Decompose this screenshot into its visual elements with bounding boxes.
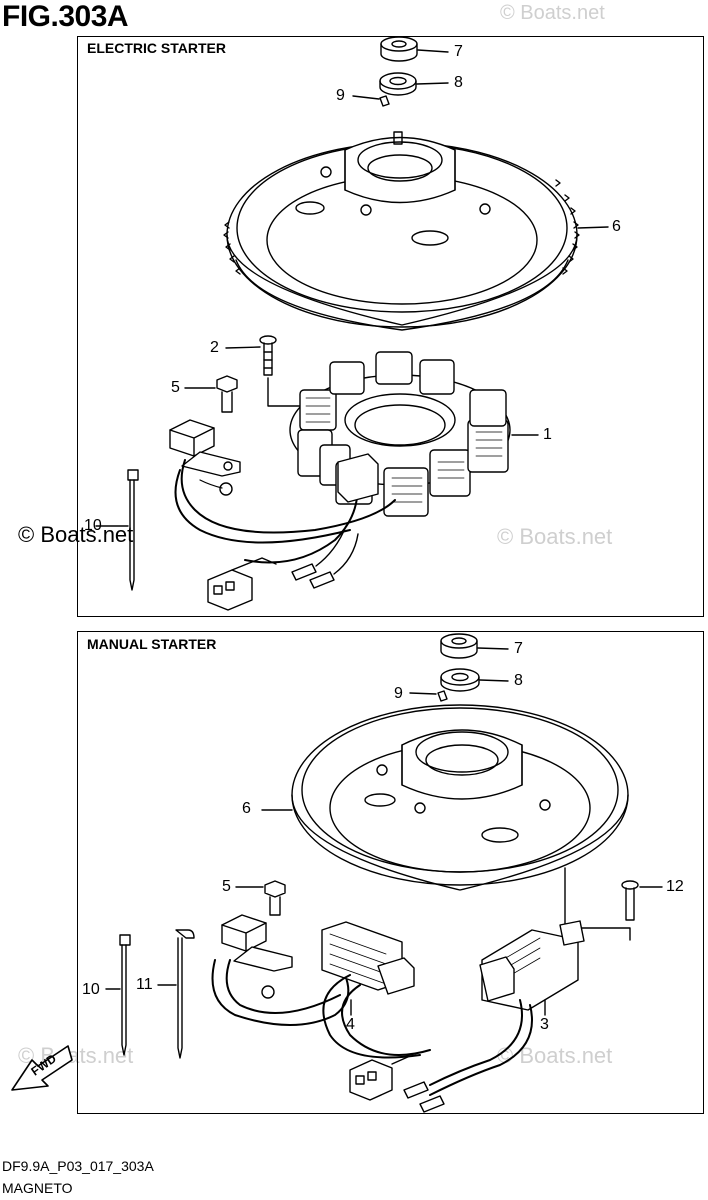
callout-10: 10 xyxy=(84,517,102,534)
charge-coil-icon xyxy=(479,920,585,1011)
manual-starter-panel xyxy=(77,631,704,1114)
watermark-bottom-left: © Boats.net xyxy=(18,1043,134,1068)
diagram-name: MAGNETO xyxy=(2,1180,73,1196)
nut-icon xyxy=(380,36,418,62)
callout-6: 6 xyxy=(612,218,621,235)
callout-10: 10 xyxy=(82,981,100,998)
stator-coil-icon xyxy=(289,351,511,517)
callout-6: 6 xyxy=(242,800,251,817)
terminal-icon xyxy=(403,1081,445,1113)
fwd-arrow-icon xyxy=(11,1045,73,1091)
key-icon xyxy=(379,95,390,107)
callout-12: 12 xyxy=(666,878,684,895)
cable-clamp-icon xyxy=(175,929,195,1059)
connector-icon xyxy=(207,557,277,611)
bolt-icon xyxy=(216,375,238,413)
ignition-coil-icon xyxy=(321,921,415,995)
callout-9: 9 xyxy=(336,87,345,104)
callout-7: 7 xyxy=(514,640,523,657)
bolt-icon xyxy=(621,880,639,921)
callout-4: 4 xyxy=(346,1016,355,1033)
callout-1: 1 xyxy=(543,426,552,443)
cable-tie-icon xyxy=(119,934,131,1056)
callout-7: 7 xyxy=(454,43,463,60)
flywheel-icon xyxy=(291,704,629,891)
diagram-code: DF9.9A_P03_017_303A xyxy=(2,1158,154,1174)
callout-8: 8 xyxy=(514,672,523,689)
washer-icon xyxy=(379,72,417,96)
watermark-top: © Boats.net xyxy=(500,2,605,24)
watermark-mid-right: © Boats.net xyxy=(497,524,613,549)
manual-starter-label: MANUAL STARTER xyxy=(87,636,217,652)
callout-3: 3 xyxy=(540,1016,549,1033)
electric-starter-label: ELECTRIC STARTER xyxy=(87,40,226,56)
electric-starter-panel xyxy=(77,36,704,617)
callout-9: 9 xyxy=(394,685,403,702)
pulser-coil-icon xyxy=(169,419,241,477)
washer-icon xyxy=(440,668,480,692)
callout-11: 11 xyxy=(136,976,153,993)
pulser-coil-icon xyxy=(221,914,293,972)
figure-title: FIG.303A xyxy=(2,0,129,33)
bolt-icon xyxy=(264,880,286,916)
terminal-icon xyxy=(291,525,359,589)
callout-8: 8 xyxy=(454,74,463,91)
connector-icon xyxy=(349,1055,411,1101)
callout-5: 5 xyxy=(171,379,180,396)
flywheel-icon xyxy=(223,131,580,331)
nut-icon xyxy=(440,633,478,659)
key-icon xyxy=(437,690,448,702)
cable-tie-icon xyxy=(127,469,139,591)
callout-2: 2 xyxy=(210,339,219,356)
bolt-icon xyxy=(259,335,277,376)
callout-5: 5 xyxy=(222,878,231,895)
